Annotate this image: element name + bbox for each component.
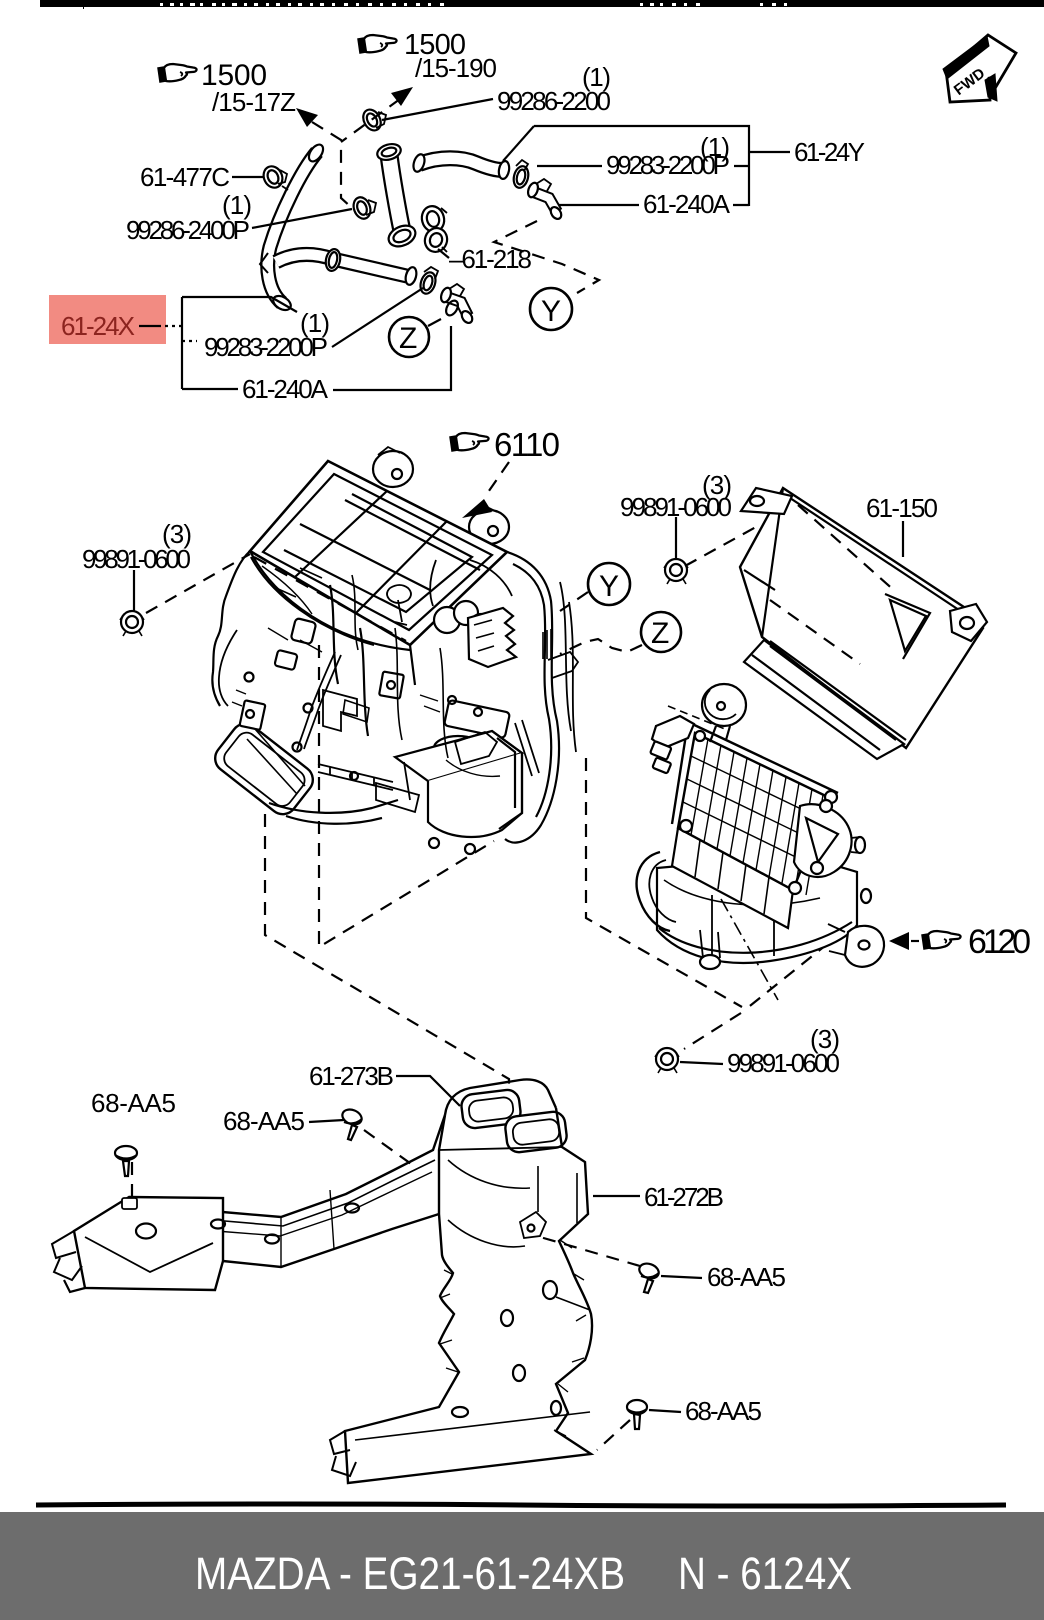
svg-text:/15-17Z: /15-17Z: [212, 87, 296, 117]
svg-text:N - 6124X: N - 6124X: [678, 1548, 852, 1599]
svg-text:61-477C: 61-477C: [140, 162, 230, 192]
svg-text:61-240A: 61-240A: [643, 189, 731, 219]
svg-text:MAZDA - EG21-61-24XB: MAZDA - EG21-61-24XB: [195, 1548, 625, 1599]
svg-text:Y: Y: [541, 295, 561, 328]
svg-text:61-150: 61-150: [866, 493, 938, 523]
svg-text:(1): (1): [300, 308, 330, 338]
svg-text:99891-0600: 99891-0600: [620, 492, 732, 522]
svg-text:99286-2200: 99286-2200: [497, 86, 611, 116]
svg-text:–61-218: –61-218: [449, 244, 532, 274]
svg-text:99283-2200P: 99283-2200P: [204, 332, 328, 362]
svg-text:(1): (1): [582, 62, 611, 92]
svg-text:61-24X: 61-24X: [61, 311, 135, 341]
svg-text:68-AA5: 68-AA5: [685, 1396, 762, 1426]
svg-text:61-240A: 61-240A: [242, 374, 329, 404]
svg-text:61-272B: 61-272B: [644, 1182, 724, 1212]
svg-text:(1): (1): [222, 190, 252, 220]
svg-text:6120: 6120: [968, 923, 1031, 961]
svg-text:99283-2200P: 99283-2200P: [606, 150, 730, 180]
svg-text:68-AA5: 68-AA5: [91, 1088, 176, 1118]
svg-text:1500: 1500: [404, 29, 466, 61]
svg-text:61-24Y: 61-24Y: [794, 137, 865, 167]
svg-text:99286-2400P: 99286-2400P: [126, 215, 250, 245]
svg-text:(3): (3): [162, 519, 192, 549]
svg-text:68-AA5: 68-AA5: [707, 1262, 786, 1292]
svg-text:99891-0600: 99891-0600: [727, 1048, 840, 1078]
svg-text:Z: Z: [651, 617, 669, 650]
svg-text:(3): (3): [810, 1024, 840, 1054]
svg-text:/15-190: /15-190: [415, 53, 497, 83]
svg-text:68-AA5: 68-AA5: [223, 1106, 305, 1136]
svg-text:99891-0600: 99891-0600: [82, 544, 191, 574]
svg-text:6110: 6110: [494, 426, 560, 463]
svg-text:Z: Z: [399, 322, 417, 355]
svg-text:(1): (1): [700, 132, 730, 162]
svg-text:61-273B: 61-273B: [309, 1061, 394, 1091]
svg-text:1500: 1500: [201, 59, 267, 92]
svg-text:(3): (3): [702, 470, 732, 500]
svg-text:Y: Y: [599, 570, 619, 603]
